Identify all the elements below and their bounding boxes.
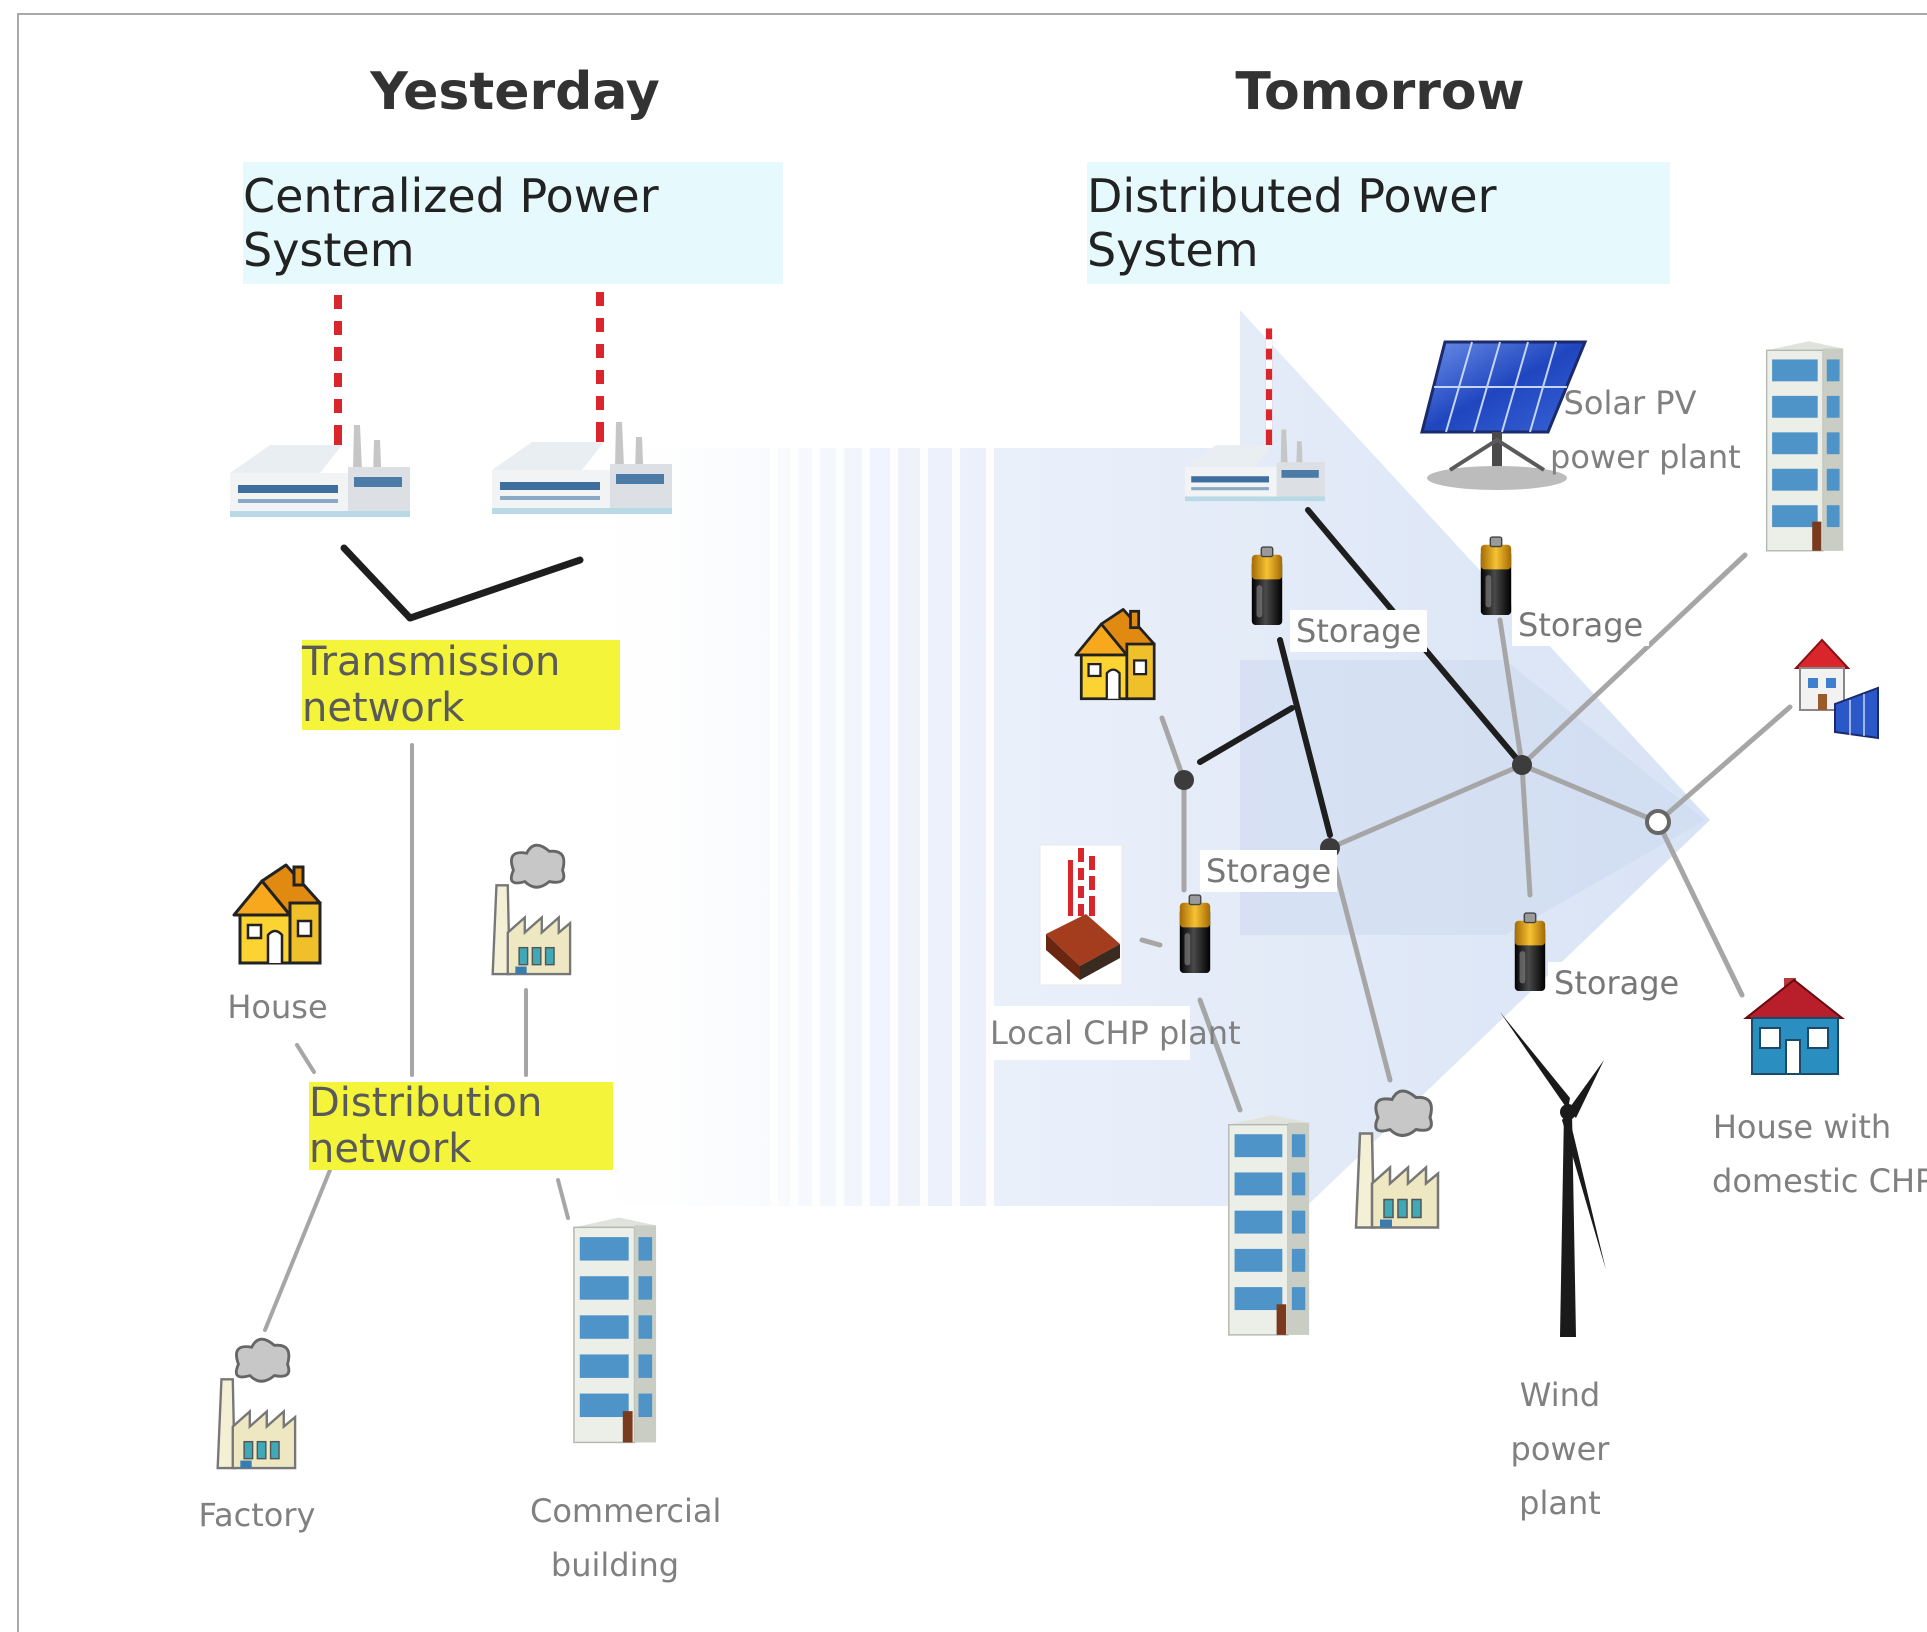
storage-label: Storage: [1512, 604, 1650, 646]
wind-power-plant-label-line1: Wind: [1519, 1376, 1601, 1414]
distributed-system-title: Distributed Power System: [1087, 169, 1497, 277]
centralized-connections: [263, 544, 584, 1332]
heading-tomorrow: Tomorrow: [1235, 62, 1525, 122]
centralized-system-box-bg: [243, 162, 783, 284]
house-label: House: [227, 988, 328, 1026]
network-node-icon: [1174, 770, 1194, 790]
factory-label: Factory: [198, 1496, 316, 1534]
house-with-chp-icon: [1743, 978, 1845, 1075]
solar-pv-label: Solar PV power plant: [1550, 376, 1741, 484]
commercial-building-label-line2: building: [550, 1546, 680, 1584]
distributed-grid-connections: [1139, 507, 1793, 1113]
distribution-network-box: Distribution network: [309, 1080, 613, 1172]
house-with-chp-label-line2: domestic CHP: [1712, 1162, 1927, 1200]
distributed-system-box-bg: [1087, 162, 1670, 284]
solar-pv-label-line2: power plant: [1550, 438, 1741, 476]
transmission-network-box: Transmission network: [302, 639, 620, 731]
solar-panel-icon: [1420, 340, 1588, 490]
storage-label: Storage: [1548, 962, 1686, 1004]
wind-power-plant-label: Wind power plant: [1500, 1368, 1620, 1530]
network-node-icon: [1645, 809, 1671, 835]
house-with-solar-icon: [1793, 638, 1879, 740]
solar-pv-label-line1: Solar PV: [1563, 384, 1697, 422]
transition-arrow: [560, 310, 1710, 1270]
house-with-chp-label-line1: House with: [1712, 1108, 1892, 1146]
chp-plant-icon: [1039, 844, 1123, 986]
storage-label: Storage: [1290, 610, 1428, 652]
centralized-system-title: Centralized Power System: [243, 169, 659, 277]
commercial-building-label-line1: Commercial: [530, 1492, 722, 1530]
wind-power-plant-label-line3: plant: [1519, 1484, 1601, 1522]
house-with-chp-label: House with domestic CHP: [1712, 1100, 1927, 1208]
wind-turbine-icon: [1500, 1012, 1606, 1337]
local-chp-plant-label: Local CHP plant: [990, 1006, 1241, 1060]
commercial-building-label: Commercial building: [530, 1484, 722, 1592]
wind-power-plant-label-line2: power: [1510, 1430, 1610, 1468]
storage-label: Storage: [1200, 850, 1338, 892]
network-node-icon: [1512, 755, 1532, 775]
heading-yesterday: Yesterday: [370, 62, 660, 122]
